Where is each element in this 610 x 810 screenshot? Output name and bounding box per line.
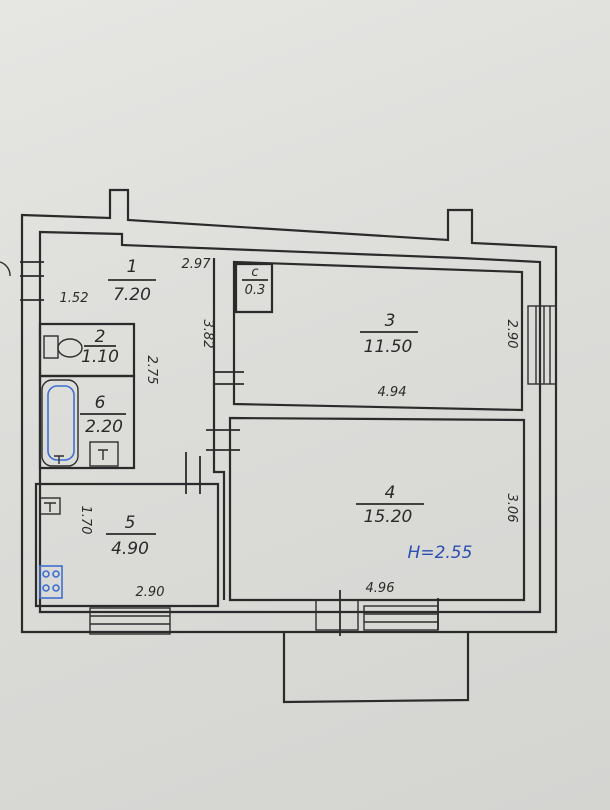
stove-icon [39, 565, 63, 599]
closet-number: c [251, 265, 258, 280]
sink-icon [89, 441, 119, 467]
dim-room1-height: 3.82 [200, 320, 215, 349]
windows [89, 305, 557, 635]
dim-room3-height: 2.90 [504, 320, 519, 349]
dim-room1-width: 2.97 [182, 257, 212, 272]
room5-area: 4.90 [111, 539, 149, 559]
room-labels: 1 7.20 2 1.10 3 11.50 4 15.20 5 4.90 6 2… [80, 257, 424, 559]
corridor-right-wall [212, 258, 226, 600]
dim-room3-width: 4.94 [378, 385, 407, 400]
room2-area: 1.10 [81, 347, 119, 367]
dim-room4-height: 3.06 [504, 494, 519, 523]
dim-room5-width: 2.90 [136, 585, 165, 600]
kitchen-sink-icon [39, 497, 61, 515]
room3-number: 3 [385, 311, 396, 331]
room1-area: 7.20 [113, 285, 151, 305]
dim-room1-left: 1.52 [60, 291, 89, 306]
room1-number: 1 [127, 257, 138, 277]
room5-frame [34, 482, 220, 608]
room4-number: 4 [385, 483, 396, 503]
toilet-icon [43, 335, 83, 359]
room4-area: 15.20 [364, 507, 413, 527]
room6-area: 2.20 [85, 417, 123, 437]
room3-area: 11.50 [364, 337, 413, 357]
dim-room4-width: 4.96 [366, 581, 395, 596]
dim-room5-height: 1.70 [78, 506, 93, 535]
window-room4 [315, 599, 439, 631]
room3-frame [232, 260, 524, 412]
closet-area: 0.3 [245, 283, 266, 298]
closet-frame [234, 262, 274, 314]
partitions [34, 258, 526, 608]
room6-number: 6 [95, 393, 106, 413]
outer-wall-outline [20, 188, 558, 634]
room5-number: 5 [125, 513, 136, 533]
window-room5 [89, 607, 171, 635]
room2-number: 2 [95, 327, 106, 347]
inner-wall-outline [38, 230, 542, 614]
dim-wc-height: 2.75 [144, 356, 159, 385]
door-marks [20, 261, 439, 636]
door-swing-icon [0, 261, 11, 277]
fixtures [0, 261, 119, 599]
ceiling-height-note: H=2.55 [408, 543, 473, 563]
bathroom-frame [38, 374, 136, 470]
window-room3 [527, 305, 557, 385]
outer-walls [20, 188, 558, 634]
room4-frame [228, 416, 526, 602]
balcony [282, 632, 470, 704]
dimension-labels: 2.97 1.52 3.82 2.75 4.94 2.90 4.96 3.06 … [60, 257, 519, 600]
bathtub-icon [41, 379, 79, 467]
